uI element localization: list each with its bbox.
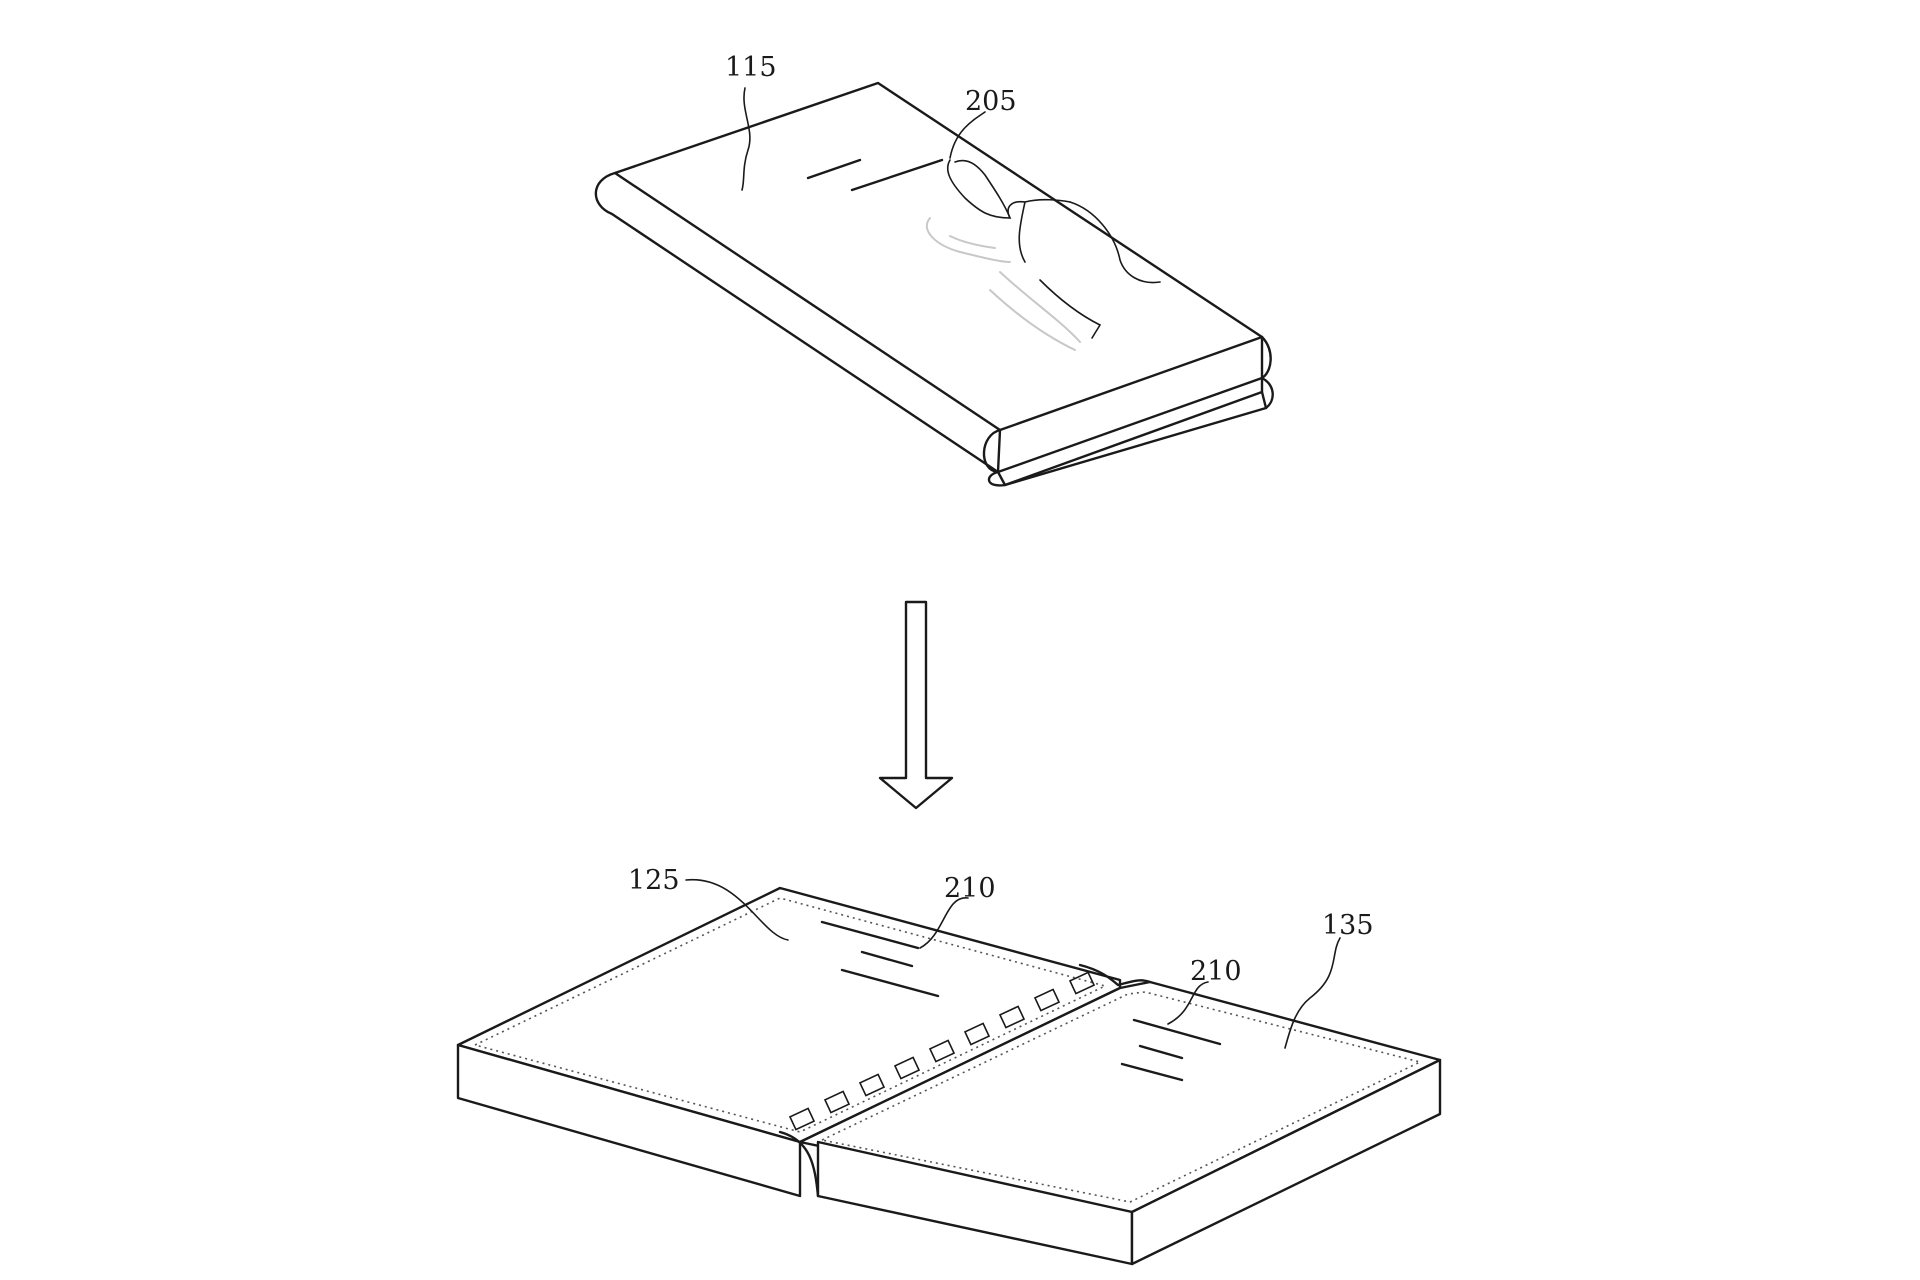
unfolded-device	[456, 886, 1442, 1266]
panel-borders	[472, 897, 1423, 1203]
display-lines-top	[806, 158, 944, 192]
label-205: 205	[965, 86, 1017, 117]
display-lines-left	[820, 920, 940, 998]
leader-115: 115	[725, 52, 777, 191]
gesture-trail	[925, 217, 1081, 351]
leader-205: 205	[949, 86, 1017, 159]
leader-210-left: 210	[919, 873, 996, 949]
label-135: 135	[1322, 910, 1374, 941]
hinge-links	[788, 971, 1096, 1131]
label-125: 125	[628, 865, 680, 896]
display-lines-right	[1120, 1018, 1222, 1082]
leader-125: 125	[628, 865, 789, 941]
leader-210-right: 210	[1167, 956, 1242, 1025]
label-210-right: 210	[1190, 956, 1242, 987]
pointing-hand-icon	[946, 159, 1161, 339]
down-arrow-icon	[878, 600, 954, 810]
leader-135: 135	[1284, 910, 1374, 1049]
folded-device	[594, 81, 1274, 487]
label-210-left: 210	[944, 873, 996, 904]
label-115: 115	[725, 52, 777, 83]
